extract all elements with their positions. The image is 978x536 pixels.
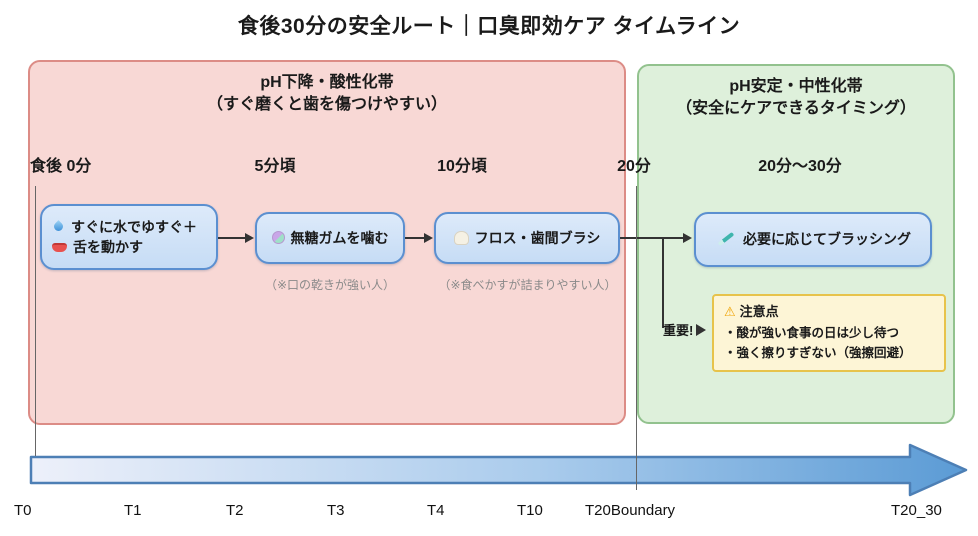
connector-rinse-to-gum bbox=[218, 233, 254, 243]
connector-floss-to-brush bbox=[620, 233, 692, 243]
axis-label-t3: T3 bbox=[327, 502, 345, 519]
step-gum-label: 無糖ガムを噛む bbox=[290, 229, 389, 246]
axis-label-t20boundary: T20Boundary bbox=[585, 502, 676, 519]
important-tag: 重要! bbox=[663, 320, 707, 339]
arrow-right-icon bbox=[696, 323, 707, 336]
timeline-arrow bbox=[29, 443, 968, 497]
acidic-zone-title: pH下降・酸性化帯 bbox=[260, 74, 394, 91]
step-box-brush: 必要に応じてブラッシング bbox=[694, 212, 932, 267]
guide-line-t0 bbox=[35, 186, 36, 456]
acidic-zone-subtitle: （すぐ磨くと歯を傷つけやすい） bbox=[206, 95, 447, 113]
page-title: 食後30分の安全ルート｜口臭即効ケア タイムライン bbox=[237, 15, 741, 38]
candy-icon bbox=[271, 231, 285, 245]
warning-item: ・酸が強い食事の日は少し待つ bbox=[724, 325, 900, 340]
neutral-zone-header: pH安定・中性化帯 （安全にケアできるタイミング） bbox=[639, 76, 953, 119]
step-rinse-line1: すぐに水でゆすぐ＋ bbox=[71, 218, 197, 235]
axis-label-t2: T2 bbox=[226, 502, 244, 519]
step-box-floss: フロス・歯間ブラシ bbox=[434, 212, 620, 264]
step-rinse-line2: 舌を動かす bbox=[73, 239, 143, 255]
acidic-zone-header: pH下降・酸性化帯 （すぐ磨くと歯を傷つけやすい） bbox=[30, 72, 624, 115]
tongue-icon bbox=[52, 242, 67, 252]
step-box-rinse: すぐに水でゆすぐ＋ 舌を動かす bbox=[40, 204, 218, 270]
time-label-5min: 5分頃 bbox=[254, 158, 296, 175]
important-label: 重要! bbox=[663, 323, 694, 338]
step-box-gum: 無糖ガムを噛む bbox=[255, 212, 405, 264]
warning-icon: ⚠ bbox=[724, 304, 736, 319]
warning-item: ・強く擦りすぎない（強擦回避） bbox=[724, 345, 912, 360]
step-floss-label: フロス・歯間ブラシ bbox=[474, 229, 601, 246]
warning-title: 注意点 bbox=[739, 304, 779, 319]
tooth-icon bbox=[453, 230, 469, 245]
neutral-zone-subtitle: （安全にケアできるタイミング） bbox=[676, 99, 916, 117]
time-label-20min: 20分 bbox=[617, 158, 651, 175]
step-gum-caption: （※口の乾きが強い人） bbox=[264, 278, 396, 292]
droplet-icon bbox=[52, 220, 65, 234]
connector-gum-to-floss bbox=[405, 233, 433, 243]
step-floss-caption: （※食べかすが詰まりやすい人） bbox=[438, 278, 617, 292]
axis-label-t20-30: T20_30 bbox=[891, 502, 942, 519]
warning-box: ⚠ 注意点 ・酸が強い食事の日は少し待つ ・強く擦りすぎない（強擦回避） bbox=[712, 294, 946, 372]
axis-label-t1: T1 bbox=[124, 502, 142, 519]
time-label-20-30min: 20分～30分 bbox=[758, 158, 842, 175]
neutral-zone-title: pH安定・中性化帯 bbox=[729, 78, 863, 95]
axis-label-t4: T4 bbox=[427, 502, 445, 519]
time-label-10min: 10分頃 bbox=[437, 158, 487, 175]
connector-branch-important bbox=[662, 238, 664, 328]
time-label-0min: 食後 0分 bbox=[30, 158, 92, 175]
axis-label-t10: T10 bbox=[517, 502, 543, 519]
step-brush-label: 必要に応じてブラッシング bbox=[743, 231, 911, 248]
toothbrush-icon bbox=[717, 232, 735, 247]
axis-label-t0: T0 bbox=[14, 502, 32, 519]
guide-line-t20-boundary bbox=[636, 186, 637, 490]
